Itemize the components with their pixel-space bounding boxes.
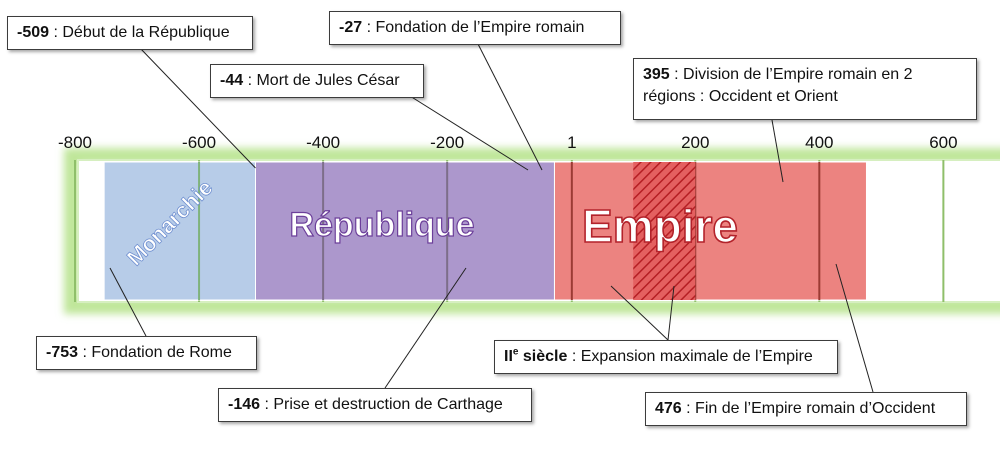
tick-label: 1 xyxy=(567,133,576,152)
tick-label: -800 xyxy=(58,133,92,152)
event-text: : Fondation de l’Empire romain xyxy=(362,19,585,36)
event-box-146: -146 : Prise et destruction de Carthage xyxy=(218,388,532,422)
tick-label: 200 xyxy=(681,133,709,152)
tick-label: -400 xyxy=(306,133,340,152)
event-box-509: -509 : Début de la République xyxy=(7,16,253,50)
period-label-empire: Empire xyxy=(582,200,738,252)
event-year: II xyxy=(504,348,513,365)
leader-27 xyxy=(476,41,543,171)
event-box-2nd-century: IIe siècle : Expansion maximale de l’Emp… xyxy=(494,340,838,374)
event-year: -27 xyxy=(339,19,363,36)
tick-label: -600 xyxy=(182,133,216,152)
event-box-44: -44 : Mort de Jules César xyxy=(210,64,424,98)
event-text: : Mort de Jules César xyxy=(243,72,400,89)
event-box-476: 476 : Fin de l’Empire romain d’Occident xyxy=(645,392,967,426)
expansion-hatch xyxy=(633,162,696,300)
period-1 xyxy=(254,161,555,301)
event-text: : Prise et destruction de Carthage xyxy=(260,396,503,413)
period-0 xyxy=(103,161,256,301)
tick-label: 600 xyxy=(929,133,957,152)
event-year: -44 xyxy=(220,72,244,89)
leader-753 xyxy=(109,267,147,337)
event-year: -753 xyxy=(46,344,79,361)
event-box-27: -27 : Fondation de l’Empire romain xyxy=(329,11,621,45)
leader-509 xyxy=(139,47,256,169)
leader-146 xyxy=(384,267,467,389)
period-2 xyxy=(553,161,867,301)
leader-lines xyxy=(109,41,874,393)
period-label-republique: République xyxy=(289,206,474,244)
leader-44 xyxy=(409,95,529,171)
event-text: : Division de l’Empire romain en 2 régio… xyxy=(643,66,913,105)
event-year: 395 xyxy=(643,66,670,83)
event-text: : Fondation de Rome xyxy=(78,344,232,361)
event-year: -146 xyxy=(228,396,261,413)
event-year: 476 xyxy=(655,400,682,417)
event-text: : Expansion maximale de l’Empire xyxy=(567,348,813,365)
leader-2nd-a xyxy=(610,285,669,341)
band-glow xyxy=(64,148,1000,314)
event-text: : Fin de l’Empire romain d’Occident xyxy=(681,400,936,417)
event-text: : Début de la République xyxy=(49,24,230,41)
event-year: -509 xyxy=(17,24,50,41)
event-year-suffix: siècle xyxy=(518,348,568,365)
leader-476 xyxy=(835,263,874,393)
leader-2nd-b xyxy=(667,285,675,341)
tick-label: 400 xyxy=(805,133,833,152)
tick-label: -200 xyxy=(430,133,464,152)
event-box-753: -753 : Fondation de Rome xyxy=(36,336,257,370)
leader-395 xyxy=(771,119,784,183)
event-year-sup: e xyxy=(512,346,519,358)
event-box-395: 395 : Division de l’Empire romain en 2 r… xyxy=(633,58,977,120)
